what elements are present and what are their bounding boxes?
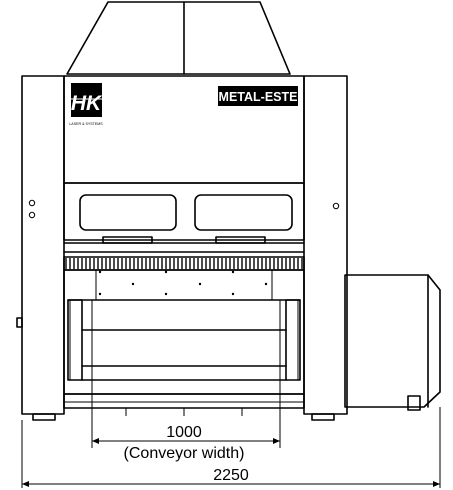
- logo-tagline: LASER & SYSTEMS: [69, 122, 103, 126]
- conveyor-width-value: 1000: [166, 424, 202, 441]
- brand-text: METAL-ESTE: [219, 90, 298, 104]
- brand-plate: METAL-ESTE: [218, 86, 298, 106]
- right-pillar: [303, 75, 348, 421]
- mid-section: [63, 182, 305, 253]
- conveyor-chain: [63, 256, 305, 271]
- logo-mark: HK: [71, 92, 103, 115]
- conveyor-width-dimension: 1000 (Conveyor width): [91, 300, 281, 462]
- hk-logo: HK LASER & SYSTEMS: [69, 83, 103, 126]
- conveyor-width-caption: (Conveyor width): [124, 445, 245, 462]
- conveyor-area: [63, 269, 305, 409]
- side-unit: [344, 274, 441, 411]
- overall-width-dimension: 2250: [21, 407, 441, 488]
- left-window: [79, 194, 177, 231]
- right-window: [194, 194, 293, 231]
- exhaust-hood: [66, 1, 291, 75]
- left-pillar: [16, 75, 65, 421]
- upper-body: [63, 75, 305, 184]
- overall-width-value: 2250: [213, 467, 249, 484]
